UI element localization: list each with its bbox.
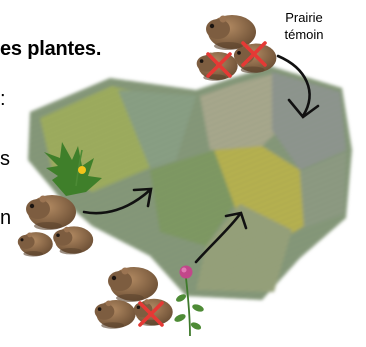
vole-icon [53, 226, 93, 254]
vole-icon [95, 300, 136, 329]
vole-icon [18, 232, 53, 257]
vole-icon [26, 195, 76, 230]
vole-icon [108, 267, 158, 302]
